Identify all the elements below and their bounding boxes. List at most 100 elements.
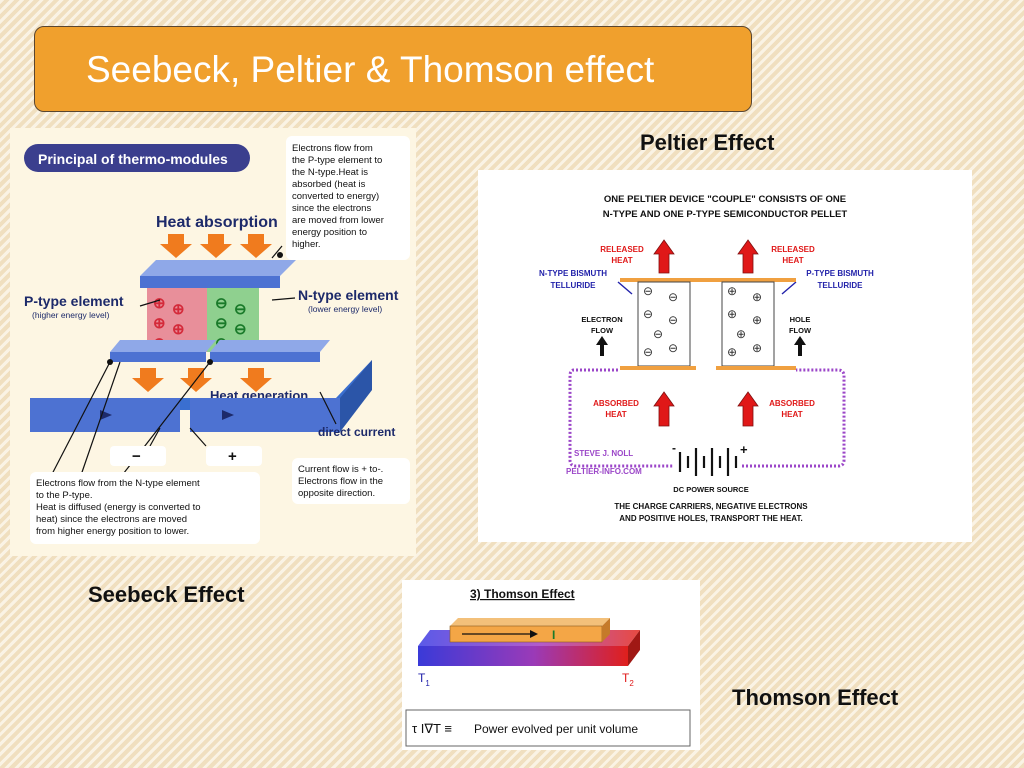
svg-text:⊖: ⊖ bbox=[215, 315, 228, 332]
strip-side bbox=[602, 618, 610, 642]
p-type-label-1: P-TYPE BISMUTH bbox=[806, 269, 874, 278]
plus-terminal bbox=[206, 446, 262, 466]
top-plate-top bbox=[140, 260, 296, 276]
thomson-diagram: 3) Thomson Effect I T1 T2 τ I∇T ≡ Power … bbox=[405, 587, 691, 747]
electron-flow-1: ELECTRON bbox=[581, 315, 622, 324]
svg-text:⊕: ⊕ bbox=[752, 341, 762, 355]
t1-label: T1 bbox=[418, 671, 430, 688]
note-bottom: Electrons flow from the N-type element t… bbox=[36, 478, 203, 537]
p-type-sub: (higher energy level) bbox=[32, 310, 110, 320]
svg-text:⊖: ⊖ bbox=[668, 313, 678, 327]
caption-thomson: Thomson Effect bbox=[732, 685, 899, 710]
note-bottom-bg bbox=[30, 472, 260, 544]
released-heat-right-1: RELEASED bbox=[771, 245, 815, 254]
svg-text:⊕: ⊕ bbox=[727, 284, 737, 298]
absorbed-heat-arrow-left bbox=[653, 391, 675, 427]
banner-bg bbox=[24, 144, 250, 172]
thermo-module-diagram: Principal of thermo-modules Electrons fl… bbox=[24, 136, 410, 544]
bottom-conductor-right bbox=[716, 366, 796, 370]
svg-text:⊖: ⊖ bbox=[668, 290, 678, 304]
svg-text:⊕: ⊕ bbox=[752, 290, 762, 304]
slide-title: Seebeck, Peltier & Thomson effect bbox=[86, 49, 655, 90]
note-current-bg bbox=[292, 458, 410, 504]
svg-text:⊕: ⊕ bbox=[727, 307, 737, 321]
n-type-label-2: TELLURIDE bbox=[551, 281, 597, 290]
strip-top bbox=[450, 618, 610, 626]
thermo-module-panel: Principal of thermo-modules Electrons fl… bbox=[10, 128, 416, 556]
svg-text:⊖: ⊖ bbox=[653, 327, 663, 341]
circuit-wire bbox=[568, 368, 846, 468]
battery-minus: - bbox=[672, 441, 676, 455]
peltier-footer-2: AND POSITIVE HOLES, TRANSPORT THE HEAT. bbox=[619, 514, 802, 523]
bottom-plate-right bbox=[210, 352, 320, 362]
heat-absorption-label: Heat absorption bbox=[156, 214, 278, 231]
svg-text:⊖: ⊖ bbox=[215, 295, 228, 312]
svg-text:⊕: ⊕ bbox=[736, 327, 746, 341]
battery-cells bbox=[678, 448, 738, 476]
site-text: PELTIER-INFO.COM bbox=[566, 467, 642, 476]
p-pellet bbox=[721, 281, 775, 367]
svg-text:⊕: ⊕ bbox=[752, 313, 762, 327]
dc-source-label: DC POWER SOURCE bbox=[673, 485, 748, 494]
released-heat-left-1: RELEASED bbox=[600, 245, 644, 254]
svg-text:⊖: ⊖ bbox=[668, 341, 678, 355]
svg-text:⊖: ⊖ bbox=[643, 284, 653, 298]
circuit-front-right bbox=[190, 398, 340, 432]
peltier-diagram: ONE PELTIER DEVICE "COUPLE" CONSISTS OF … bbox=[539, 194, 874, 523]
n-type-label-1: N-TYPE BISMUTH bbox=[539, 269, 607, 278]
holes: ⊕ ⊕ ⊕ ⊕ ⊕ ⊕ ⊕ bbox=[727, 284, 762, 359]
svg-text:⊕: ⊕ bbox=[172, 301, 185, 318]
title-box bbox=[34, 26, 752, 112]
svg-text:⊖: ⊖ bbox=[643, 345, 653, 359]
minus-sign: − bbox=[132, 448, 141, 465]
note-top: Electrons flow from the P-type element t… bbox=[292, 143, 387, 250]
caption-seebeck: Seebeck Effect bbox=[88, 582, 245, 607]
rod-front bbox=[418, 646, 628, 666]
direct-current-label: direct current bbox=[318, 425, 395, 439]
absorbed-heat-right-1: ABSORBED bbox=[769, 399, 815, 408]
p-type-label-2: TELLURIDE bbox=[818, 281, 864, 290]
current-symbol: I bbox=[552, 628, 555, 642]
formula-description: Power evolved per unit volume bbox=[474, 722, 638, 736]
svg-text:⊕: ⊕ bbox=[153, 295, 166, 312]
banner-text: Principal of thermo-modules bbox=[38, 151, 228, 167]
electron-flow-2: FLOW bbox=[591, 326, 614, 335]
heat-absorption-arrows bbox=[160, 234, 272, 258]
minus-terminal bbox=[110, 446, 166, 466]
thomson-heading: 3) Thomson Effect bbox=[470, 587, 575, 601]
svg-text:⊕: ⊕ bbox=[727, 345, 737, 359]
top-conductor bbox=[620, 278, 796, 282]
released-heat-left-2: HEAT bbox=[611, 256, 632, 265]
plus-sign: + bbox=[228, 448, 237, 465]
bottom-conductor-left bbox=[620, 366, 696, 370]
svg-text:⊕: ⊕ bbox=[172, 321, 185, 338]
rod-side bbox=[628, 630, 640, 666]
n-charges: ⊖⊖ ⊖⊖ ⊖ bbox=[215, 295, 247, 352]
hole-flow-arrow bbox=[794, 336, 806, 356]
n-pellet bbox=[637, 281, 691, 367]
bottom-plate-right-top bbox=[210, 340, 330, 352]
n-type-label: N-type element bbox=[298, 287, 399, 303]
peltier-panel: ONE PELTIER DEVICE "COUPLE" CONSISTS OF … bbox=[478, 170, 972, 542]
p-type-label: P-type element bbox=[24, 293, 124, 309]
electron-flow-arrow bbox=[596, 336, 608, 356]
current-arrow-head bbox=[530, 630, 538, 638]
top-plate-front bbox=[140, 276, 280, 288]
electrons: ⊖⊖ ⊖⊖ ⊖⊖ ⊖ bbox=[643, 284, 678, 359]
hole-flow-1: HOLE bbox=[790, 315, 811, 324]
thomson-panel: 3) Thomson Effect I T1 T2 τ I∇T ≡ Power … bbox=[402, 580, 700, 750]
svg-text:⊕: ⊕ bbox=[153, 315, 166, 332]
formula: τ I∇T ≡ bbox=[412, 721, 452, 736]
released-heat-arrow-left bbox=[653, 239, 675, 274]
peltier-footer-1: THE CHARGE CARRIERS, NEGATIVE ELECTRONS bbox=[614, 502, 808, 511]
released-heat-arrow-right bbox=[737, 239, 759, 274]
peltier-header-1: ONE PELTIER DEVICE "COUPLE" CONSISTS OF … bbox=[604, 194, 846, 205]
note-top-bg bbox=[286, 136, 410, 260]
n-type-sub: (lower energy level) bbox=[308, 304, 382, 314]
current-arrow-right bbox=[222, 410, 234, 420]
note-current: Current flow is + to-. Electrons flow in… bbox=[298, 464, 386, 499]
n-type-pointer bbox=[617, 281, 633, 295]
t2-label: T2 bbox=[622, 671, 634, 688]
svg-text:⊖: ⊖ bbox=[234, 321, 247, 338]
svg-text:⊖: ⊖ bbox=[234, 301, 247, 318]
